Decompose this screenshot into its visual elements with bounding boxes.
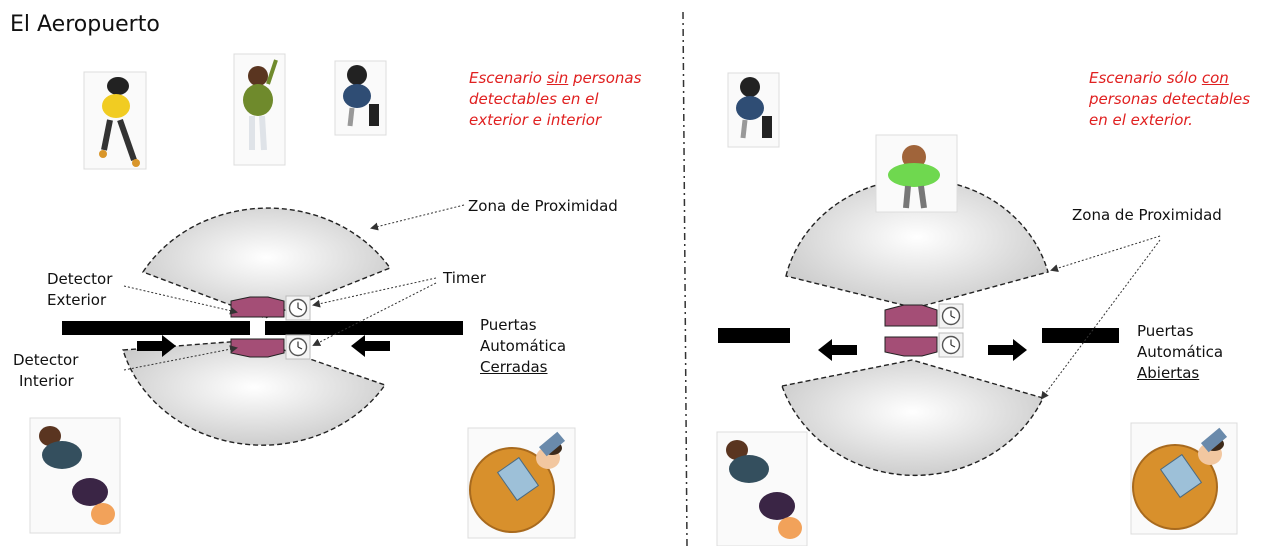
right-timer-interior-clock-icon	[938, 332, 964, 358]
left-detector-interior-label: Detector Interior	[13, 350, 78, 392]
detector-exterior-line2: Exterior	[47, 291, 107, 309]
left-doors-state: Cerradas	[480, 358, 548, 376]
walking-man-green-jacket-icon	[233, 53, 286, 166]
left-detector-interior	[230, 338, 285, 358]
handshake-people-icon	[716, 431, 808, 546]
left-doors-label: Puertas Automática Cerradas	[480, 315, 566, 378]
detector-exterior-line1: Detector	[47, 270, 113, 288]
right-doors-state: Abiertas	[1137, 364, 1200, 382]
right-zone-label: Zona de Proximidad	[1072, 206, 1222, 224]
left-doors-line2: Automática	[480, 337, 567, 355]
scene-divider	[682, 11, 688, 546]
handshake-people-icon	[29, 417, 121, 534]
right-timer-exterior-clock-icon	[938, 303, 964, 329]
left-scenario-line2: detectables en el	[469, 90, 599, 108]
right-upper-proximity-zone	[785, 178, 1049, 309]
detector-interior-line2: Interior	[19, 372, 74, 390]
detector-interior-line1: Detector	[13, 351, 79, 369]
businessman-briefcase-icon	[727, 72, 780, 148]
right-doors-line1: Puertas	[1137, 322, 1194, 340]
right-scenario-description: Escenario sólo con personas detectables …	[1089, 68, 1250, 131]
left-detector-exterior-label: Detector Exterior	[47, 269, 112, 311]
right-scenario-line2: personas detectables	[1089, 90, 1251, 108]
left-door-right-panel	[265, 321, 463, 335]
left-arrow-right-icon	[137, 335, 176, 357]
page-title: El Aeropuerto	[10, 12, 160, 37]
left-scenario-emphasis: sin	[546, 69, 569, 87]
left-timer-exterior-clock-icon	[285, 295, 311, 321]
right-detector-exterior	[884, 304, 938, 327]
left-timer-interior-clock-icon	[285, 334, 311, 360]
left-detector-exterior	[230, 296, 285, 318]
left-upper-proximity-zone	[141, 207, 392, 319]
right-scenario-emphasis: con	[1201, 69, 1229, 87]
left-scene	[29, 53, 576, 539]
person-at-table-laptop-icon	[1130, 422, 1238, 535]
left-scenario-description: Escenario sin personas detectables en el…	[469, 68, 641, 131]
right-detector-interior	[884, 336, 938, 357]
left-lower-proximity-zone	[122, 339, 387, 446]
left-door-left-panel	[62, 321, 250, 335]
right-doors-label: Puertas Automática Abiertas	[1137, 321, 1223, 384]
left-timer-label: Timer	[443, 269, 486, 287]
left-doors-line1: Puertas	[480, 316, 537, 334]
walking-man-yellow-shirt-icon	[83, 71, 147, 170]
right-door-left-panel	[718, 328, 790, 343]
right-arrow-right-icon	[988, 339, 1027, 361]
right-door-right-panel	[1042, 328, 1119, 343]
right-scenario-line3: en el exterior.	[1089, 111, 1193, 129]
left-scenario-line3: exterior e interior	[469, 111, 602, 129]
right-arrow-left-icon	[818, 339, 857, 361]
person-green-shirt-detected-icon	[875, 134, 958, 213]
businessman-briefcase-icon	[334, 60, 387, 136]
right-lower-proximity-zone	[781, 359, 1044, 477]
left-zone-label: Zona de Proximidad	[468, 197, 618, 215]
right-doors-line2: Automática	[1137, 343, 1224, 361]
right-scene	[716, 72, 1238, 546]
left-scenario-line1-b: personas	[568, 69, 642, 87]
person-at-table-laptop-icon	[467, 427, 576, 539]
right-scenario-line1-a: Escenario sólo	[1089, 69, 1202, 87]
left-arrow-left-icon	[351, 335, 390, 357]
left-scenario-line1-a: Escenario	[469, 69, 547, 87]
